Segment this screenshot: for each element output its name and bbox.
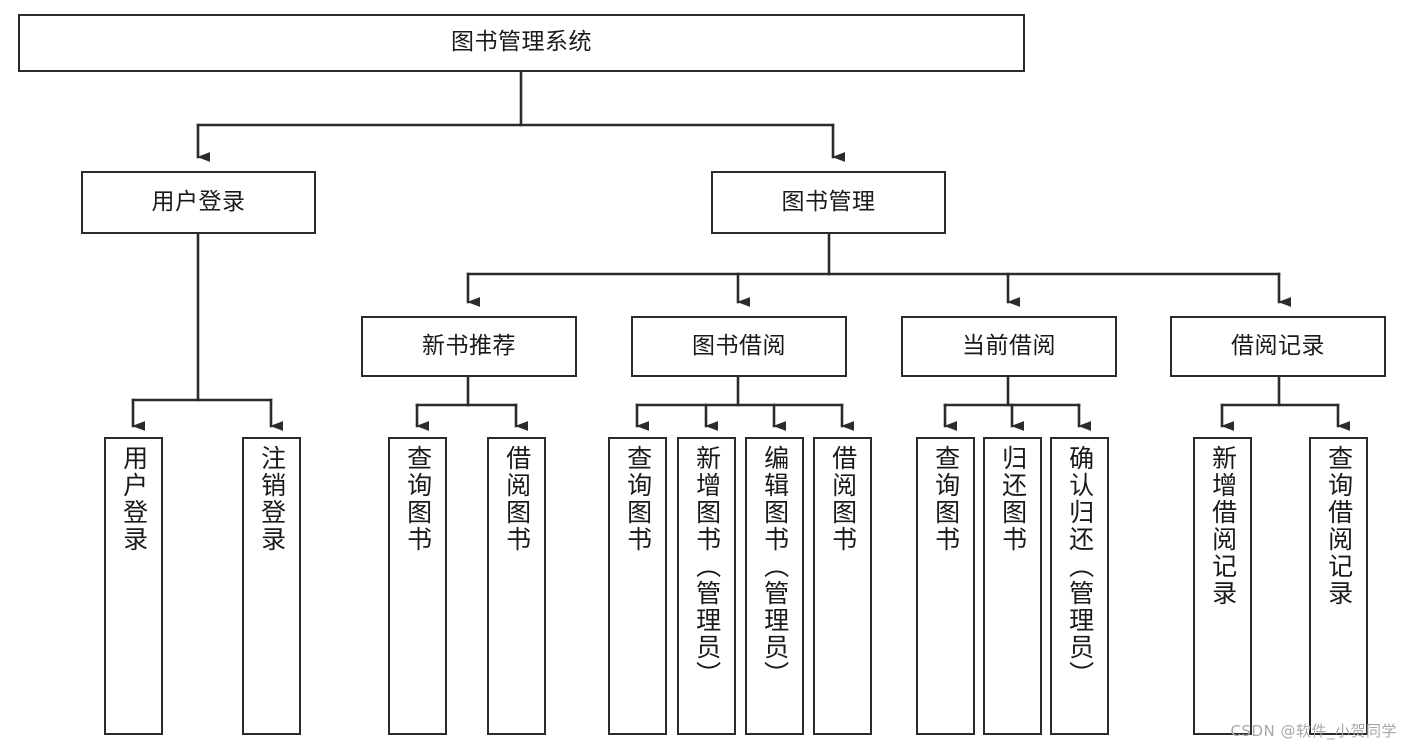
node-book-management[interactable]: 图书管理: [711, 171, 946, 234]
leaf-add-book-admin[interactable]: 新增图书（管理员）: [677, 437, 736, 735]
node-label: 用户登录: [151, 188, 246, 215]
node-book-borrow[interactable]: 图书借阅: [631, 316, 847, 377]
node-label: 新书推荐: [422, 332, 516, 359]
leaf-query-book-borrow[interactable]: 查询图书: [608, 437, 667, 735]
node-label: 图书借阅: [692, 332, 786, 359]
node-label: 查询图书: [623, 445, 653, 553]
node-label: 图书管理系统: [451, 29, 592, 56]
node-label: 用户登录: [119, 445, 149, 553]
node-label: 查询图书: [403, 445, 433, 553]
node-label: 查询图书: [931, 445, 961, 553]
node-label: 借阅图书: [502, 445, 532, 553]
node-label: 新增借阅记录: [1208, 445, 1238, 607]
node-borrow-records[interactable]: 借阅记录: [1170, 316, 1386, 377]
node-current-borrow[interactable]: 当前借阅: [901, 316, 1117, 377]
leaf-query-book-recommend[interactable]: 查询图书: [388, 437, 447, 735]
leaf-logout[interactable]: 注销登录: [242, 437, 301, 735]
node-label: 注销登录: [257, 445, 287, 553]
leaf-query-borrow-record[interactable]: 查询借阅记录: [1309, 437, 1368, 735]
leaf-borrow-book-recommend[interactable]: 借阅图书: [487, 437, 546, 735]
node-user-login[interactable]: 用户登录: [81, 171, 316, 234]
node-label: 借阅图书: [828, 445, 858, 553]
leaf-user-login[interactable]: 用户登录: [104, 437, 163, 735]
watermark-text: CSDN @软件_小贺同学: [1230, 722, 1397, 740]
leaf-borrow-book[interactable]: 借阅图书: [813, 437, 872, 735]
node-label: 新增图书（管理员）: [692, 445, 722, 688]
node-label: 编辑图书（管理员）: [760, 445, 790, 688]
leaf-add-borrow-record[interactable]: 新增借阅记录: [1193, 437, 1252, 735]
leaf-confirm-return-admin[interactable]: 确认归还（管理员）: [1050, 437, 1109, 735]
leaf-query-book-current[interactable]: 查询图书: [916, 437, 975, 735]
node-label: 图书管理: [781, 188, 876, 215]
node-new-book-recommend[interactable]: 新书推荐: [361, 316, 577, 377]
node-label: 确认归还（管理员）: [1065, 445, 1095, 688]
node-label: 归还图书: [998, 445, 1028, 553]
node-label: 查询借阅记录: [1324, 445, 1354, 607]
leaf-edit-book-admin[interactable]: 编辑图书（管理员）: [745, 437, 804, 735]
node-root-system[interactable]: 图书管理系统: [18, 14, 1025, 72]
leaf-return-book[interactable]: 归还图书: [983, 437, 1042, 735]
node-label: 借阅记录: [1231, 332, 1325, 359]
node-label: 当前借阅: [962, 332, 1056, 359]
